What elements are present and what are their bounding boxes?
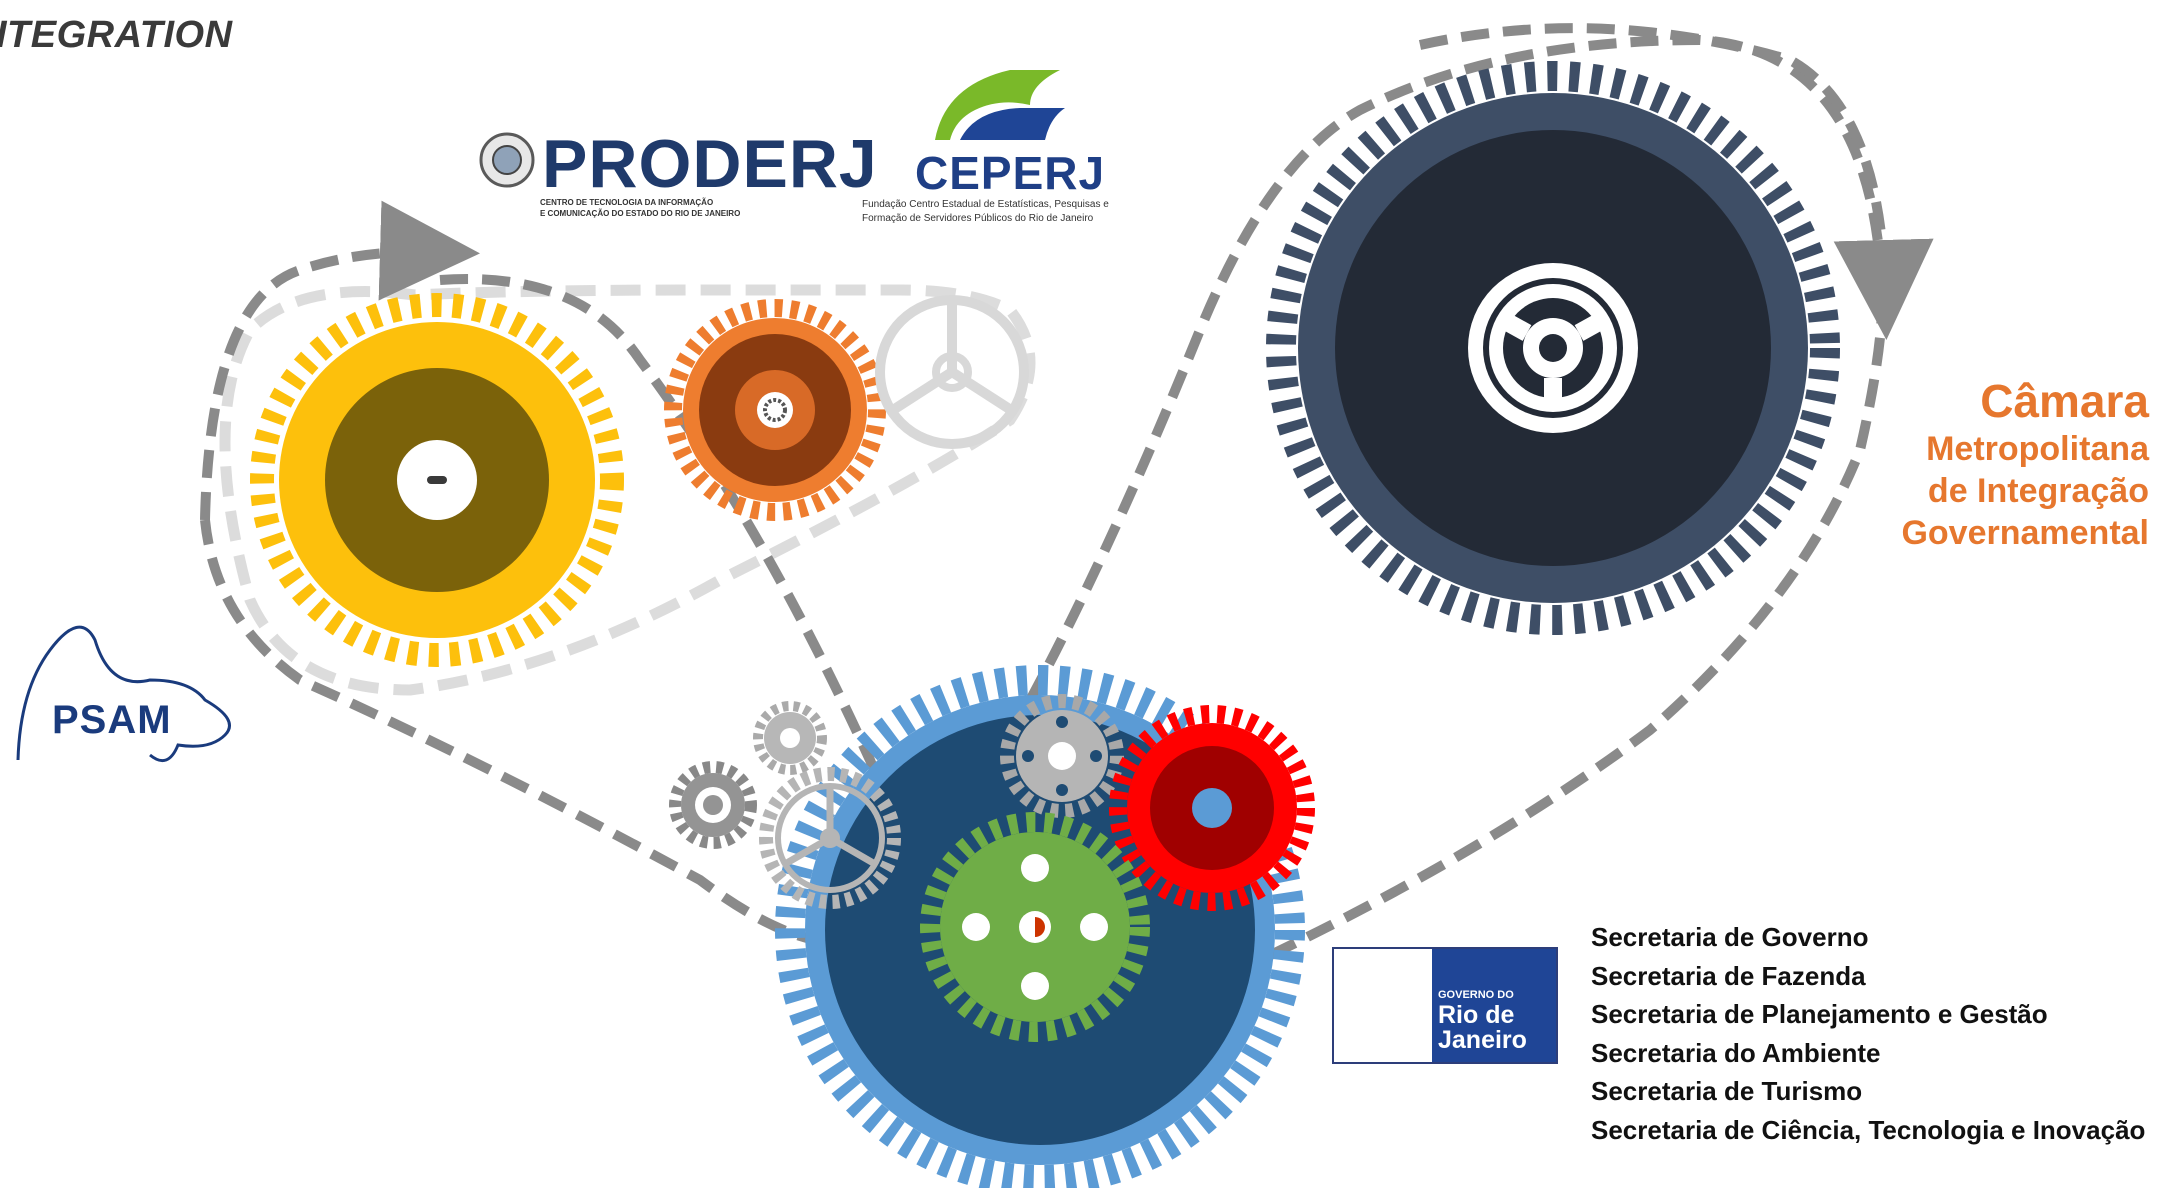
proderj-logo-text: PRODERJ [542,126,878,202]
yellow-gear [250,293,624,667]
ceperj-subtitle-line-1: Fundação Centro Estadual de Estatísticas… [862,199,1109,210]
governo-rio-logo-panel: GOVERNO DO Rio de Janeiro [1432,949,1556,1062]
secretaria-item: Secretaria de Turismo [1591,1076,1863,1106]
ceperj-subtitle: Fundação Centro Estadual de Estatísticas… [862,198,1142,226]
governo-rio-logo: GOVERNO DO Rio de Janeiro [1332,947,1558,1064]
secretaria-item: Secretaria de Ciência, Tecnologia e Inov… [1591,1114,2146,1145]
proderj-subtitle: CENTRO DE TECNOLOGIA DA INFORMAÇÃO E COM… [540,197,830,219]
small-gray-gear-1 [753,701,827,775]
coat-of-arms-icon [479,132,535,188]
small-gray-gear-2 [669,761,757,849]
belt-left-upper [200,200,480,521]
orange-gear [664,299,886,521]
red-gear [1109,705,1315,911]
ceperj-logo-icon [935,70,1065,140]
secretaria-item: Secretaria do Ambiente [1591,1037,1881,1068]
gray-gear-top [1000,694,1124,818]
sugarloaf-outline-icon [16,625,231,763]
ceperj-logo-text: CEPERJ [915,147,1106,199]
psam-logo-text: PSAM [52,698,172,742]
steering-wheel-icon [1468,263,1638,433]
camara-title-line-1: Câmara [1980,375,2149,427]
secretaria-item: Secretaria de Planejamento e Gestão [1591,999,2048,1029]
page-heading: ITEGRATION [0,14,233,56]
navy-gear [1266,61,1840,635]
camara-title-line-4: Governamental [1901,514,2149,552]
secretaria-item: Secretaria de Fazenda [1591,960,1866,991]
secretaria-item: Secretaria de Governo [1591,922,1869,952]
gray-wheel-gear [759,767,901,909]
secretarias-list: Secretaria de Governo Secretaria de Faze… [1591,918,2145,1149]
belt-right-arrow [1418,23,1934,340]
governo-line-2: Rio de [1438,1001,1515,1029]
governo-line-1: GOVERNO DO [1438,989,1514,1001]
ceperj-subtitle-line-2: Formação de Servidores Públicos do Rio d… [862,213,1094,224]
light-belt [219,284,1036,696]
governo-line-3: Janeiro [1438,1026,1527,1054]
light-gear [875,295,1029,449]
proderj-subtitle-line-2: E COMUNICAÇÃO DO ESTADO DO RIO DE JANEIR… [540,209,741,218]
green-gear [920,812,1150,1042]
camara-title-line-2: Metropolitana [1926,430,2149,468]
camara-title-line-3: de Integração [1927,472,2149,510]
proderj-subtitle-line-1: CENTRO DE TECNOLOGIA DA INFORMAÇÃO [540,198,714,207]
